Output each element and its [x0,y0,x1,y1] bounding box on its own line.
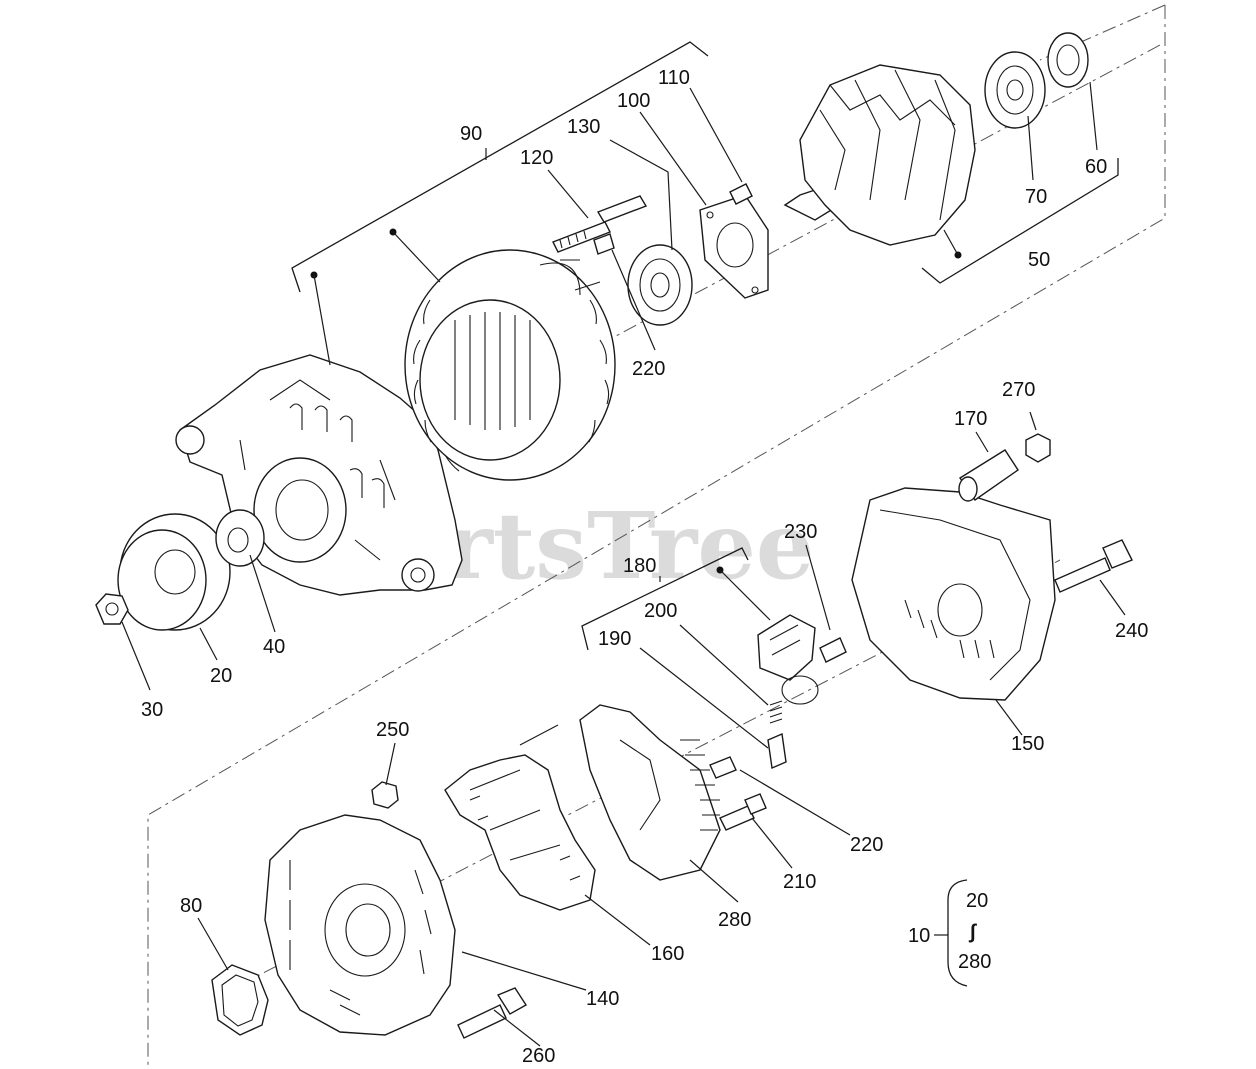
pulley-part [117,513,231,631]
callout-230: 230 [784,521,817,543]
retainer-screw-part [729,183,753,205]
terminal-nut-part [1025,433,1051,463]
callout-210: 210 [783,871,816,893]
brush-part [767,732,787,770]
callout-30: 30 [141,699,163,721]
callout-110: 110 [658,67,690,89]
rear-bearing-part [984,51,1046,129]
terminal-insulator-part [958,449,1019,502]
leader-lines [121,81,1126,1047]
regulator-part [579,704,721,881]
callout-60: 60 [1085,156,1107,178]
callout-40: 40 [263,636,285,658]
callout-180: 180 [623,555,656,577]
callout-80: 80 [180,895,202,917]
range-from-number: 20 [966,890,988,912]
callout-labels: 90 110 100 130 120 60 70 50 220 270 170 … [141,67,1148,1067]
callout-190: 190 [598,628,631,650]
bearing-cover-part [1047,32,1089,88]
housing-bolt-part [457,987,527,1039]
brush-holder-part [757,614,819,705]
callout-130: 130 [567,116,600,138]
callout-270: 270 [1002,379,1035,401]
callout-280: 280 [718,909,751,931]
stud-bolt-part [552,195,648,253]
bracket-range-10 [947,879,968,987]
rear-housing-part [264,814,456,1036]
through-bolt-part [1054,539,1133,593]
bracket-90 [291,41,709,293]
callout-260: 260 [522,1045,555,1067]
callout-140: 140 [586,988,619,1010]
callout-200: 200 [644,600,677,622]
callout-70: 70 [1025,186,1047,208]
o-ring-seal-part [211,964,269,1036]
housing-nut-part [371,781,399,809]
callout-120: 120 [520,147,553,169]
bracket-180 [581,547,749,651]
rectifier-part [444,724,596,911]
callout-160: 160 [651,943,684,965]
stator-part [404,249,616,481]
regulator-screw-part [719,793,767,831]
callout-150: 150 [1011,733,1044,755]
callout-50: 50 [1028,249,1050,271]
callout-170: 170 [954,408,987,430]
range-assembly-number: 10 [908,925,930,947]
callout-250: 250 [376,719,409,741]
spacer-collar-part [215,509,265,567]
front-bearing-part [627,244,693,326]
screw-lower-part [709,756,737,779]
bracket-50 [921,158,1119,284]
callout-220-upper: 220 [632,358,665,380]
assembly-range-note: 10 20 ∫ 280 [908,890,991,973]
brush-spring-part [769,700,783,724]
callout-100: 100 [617,90,650,112]
brush-holder-screw-part [819,637,847,663]
callout-20: 20 [210,665,232,687]
callout-90: 90 [460,123,482,145]
callout-240: 240 [1115,620,1148,642]
pulley-nut-part [95,593,129,625]
callout-220-lower: 220 [850,834,883,856]
range-to-number: 280 [958,951,991,973]
bearing-retainer-plate-part [699,194,769,299]
rotor-part [783,64,976,246]
range-through-symbol: ∫ [968,921,977,943]
screw-upper-part [593,233,615,255]
rear-cover-part [851,487,1056,701]
